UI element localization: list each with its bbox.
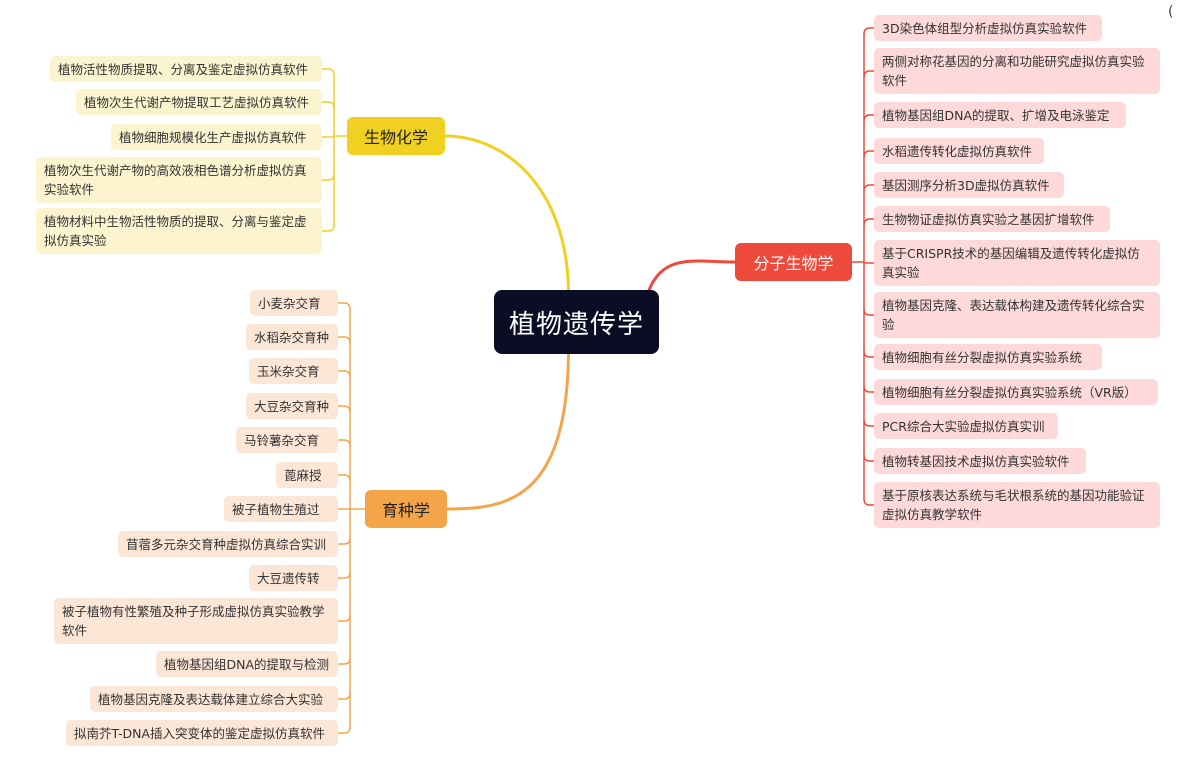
leaf-node[interactable]: 基于CRISPR技术的基因编辑及遗传转化虚拟仿真实验 <box>874 240 1160 286</box>
leaf-node[interactable]: 被子植物有性繁殖及种子形成虚拟仿真实验教学软件 <box>54 598 338 644</box>
connector-molecular-link <box>863 218 875 226</box>
leaf-node[interactable]: 植物材料中生物活性物质的提取、分离与鉴定虚拟仿真实验 <box>36 208 322 254</box>
leaf-node[interactable]: 植物基因组DNA的提取、扩增及电泳鉴定 <box>874 102 1126 128</box>
leaf-node[interactable]: 蓖麻授粉 <box>276 462 338 488</box>
leaf-node[interactable]: 植物细胞有丝分裂虚拟仿真实验系统（VR版） <box>874 379 1158 405</box>
leaf-node[interactable]: 基于原核表达系统与毛状根系统的基因功能验证虚拟仿真教学软件 <box>874 482 1160 528</box>
leaf-node[interactable]: 植物细胞规模化生产虚拟仿真软件 <box>111 124 322 150</box>
leaf-node[interactable]: 植物基因组DNA的提取与检测 <box>156 651 338 677</box>
root-node[interactable]: 植物遗传学 <box>494 290 659 354</box>
connector-root-biochem <box>443 134 570 292</box>
connector-molecular-link <box>863 350 875 358</box>
connector-molecular-link <box>863 184 875 192</box>
leaf-node[interactable]: 马铃薯杂交育种 <box>236 427 338 453</box>
connector-molecular-link <box>863 27 875 35</box>
connector-root-molecular <box>647 259 737 292</box>
connector-breeding-link <box>337 474 351 482</box>
leaf-node[interactable]: 玉米杂交育种 <box>249 358 338 384</box>
offscreen-node-fragment: ( <box>1168 4 1174 20</box>
branch-biochemistry[interactable]: 生物化学 <box>347 117 445 155</box>
leaf-node[interactable]: 苜蓿多元杂交育种虚拟仿真综合实训 <box>118 531 338 557</box>
connector-breeding-link <box>337 692 351 700</box>
leaf-node[interactable]: 被子植物生殖过程 <box>224 496 338 522</box>
leaf-node[interactable]: 生物物证虚拟仿真实验之基因扩增软件 <box>874 206 1110 232</box>
connector-biochem-link <box>321 173 335 181</box>
connector-breeding-link <box>337 405 351 413</box>
leaf-node[interactable]: 植物转基因技术虚拟仿真实验软件 <box>874 448 1086 474</box>
leaf-node[interactable]: 植物细胞有丝分裂虚拟仿真实验系统 <box>874 344 1102 370</box>
leaf-node[interactable]: 水稻杂交育种 <box>246 324 338 350</box>
leaf-node[interactable]: 拟南芥T-DNA插入突变体的鉴定虚拟仿真软件 <box>66 720 338 746</box>
connector-breeding-link <box>337 537 351 545</box>
connector-breeding-link <box>337 439 351 447</box>
leaf-node[interactable]: 两侧对称花基因的分离和功能研究虚拟仿真实验软件 <box>874 48 1160 94</box>
connector-biochem-link <box>321 68 335 76</box>
leaf-node[interactable]: 植物基因克隆、表达载体构建及遗传转化综合实验 <box>874 292 1160 338</box>
branch-label: 育种学 <box>381 501 430 520</box>
connector-molecular-link <box>863 419 875 427</box>
branch-breeding[interactable]: 育种学 <box>365 490 447 528</box>
connector-breeding-link <box>337 370 351 378</box>
leaf-node[interactable]: 植物活性物质提取、分离及鉴定虚拟仿真软件 <box>50 56 322 82</box>
leaf-node[interactable]: 植物基因克隆及表达载体建立综合大实验 <box>90 686 338 712</box>
connector-molecular-link <box>863 70 875 78</box>
connector-biochem-link <box>321 101 335 109</box>
leaf-node[interactable]: 水稻遗传转化虚拟仿真软件 <box>874 138 1044 164</box>
connector-molecular-link <box>863 114 875 122</box>
connector-breeding-link <box>337 657 351 665</box>
branch-label: 生物化学 <box>363 128 428 147</box>
leaf-node[interactable]: 植物次生代谢产物的高效液相色谱分析虚拟仿真实验软件 <box>36 157 322 203</box>
connector-root-breeding <box>445 352 570 511</box>
connector-breeding-link <box>337 302 351 310</box>
leaf-node[interactable]: 大豆杂交育种 <box>246 393 338 419</box>
connector-molecular-link <box>863 498 875 506</box>
branch-label: 分子生物学 <box>753 254 834 273</box>
connector-breeding-link <box>337 571 351 579</box>
connector-molecular-link <box>863 385 875 393</box>
connector-breeding-link <box>337 614 351 622</box>
connector-breeding-link <box>337 336 351 344</box>
leaf-node[interactable]: 小麦杂交育种 <box>250 290 338 316</box>
leaf-node[interactable]: 3D染色体组型分析虚拟仿真实验软件 <box>874 15 1102 41</box>
connector-molecular-link <box>863 150 875 158</box>
leaf-node[interactable]: PCR综合大实验虚拟仿真实训 <box>874 413 1058 439</box>
leaf-node[interactable]: 大豆遗传转化 <box>249 565 338 591</box>
connector-molecular-link <box>863 308 875 316</box>
connector-biochem-link <box>321 224 335 232</box>
connector-breeding-link <box>337 726 351 734</box>
root-label: 植物遗传学 <box>508 309 644 340</box>
leaf-node[interactable]: 基因测序分析3D虚拟仿真软件 <box>874 172 1064 198</box>
connector-molecular-link <box>863 454 875 462</box>
leaf-node[interactable]: 植物次生代谢产物提取工艺虚拟仿真软件 <box>76 89 322 115</box>
branch-molecular-biology[interactable]: 分子生物学 <box>735 243 852 281</box>
